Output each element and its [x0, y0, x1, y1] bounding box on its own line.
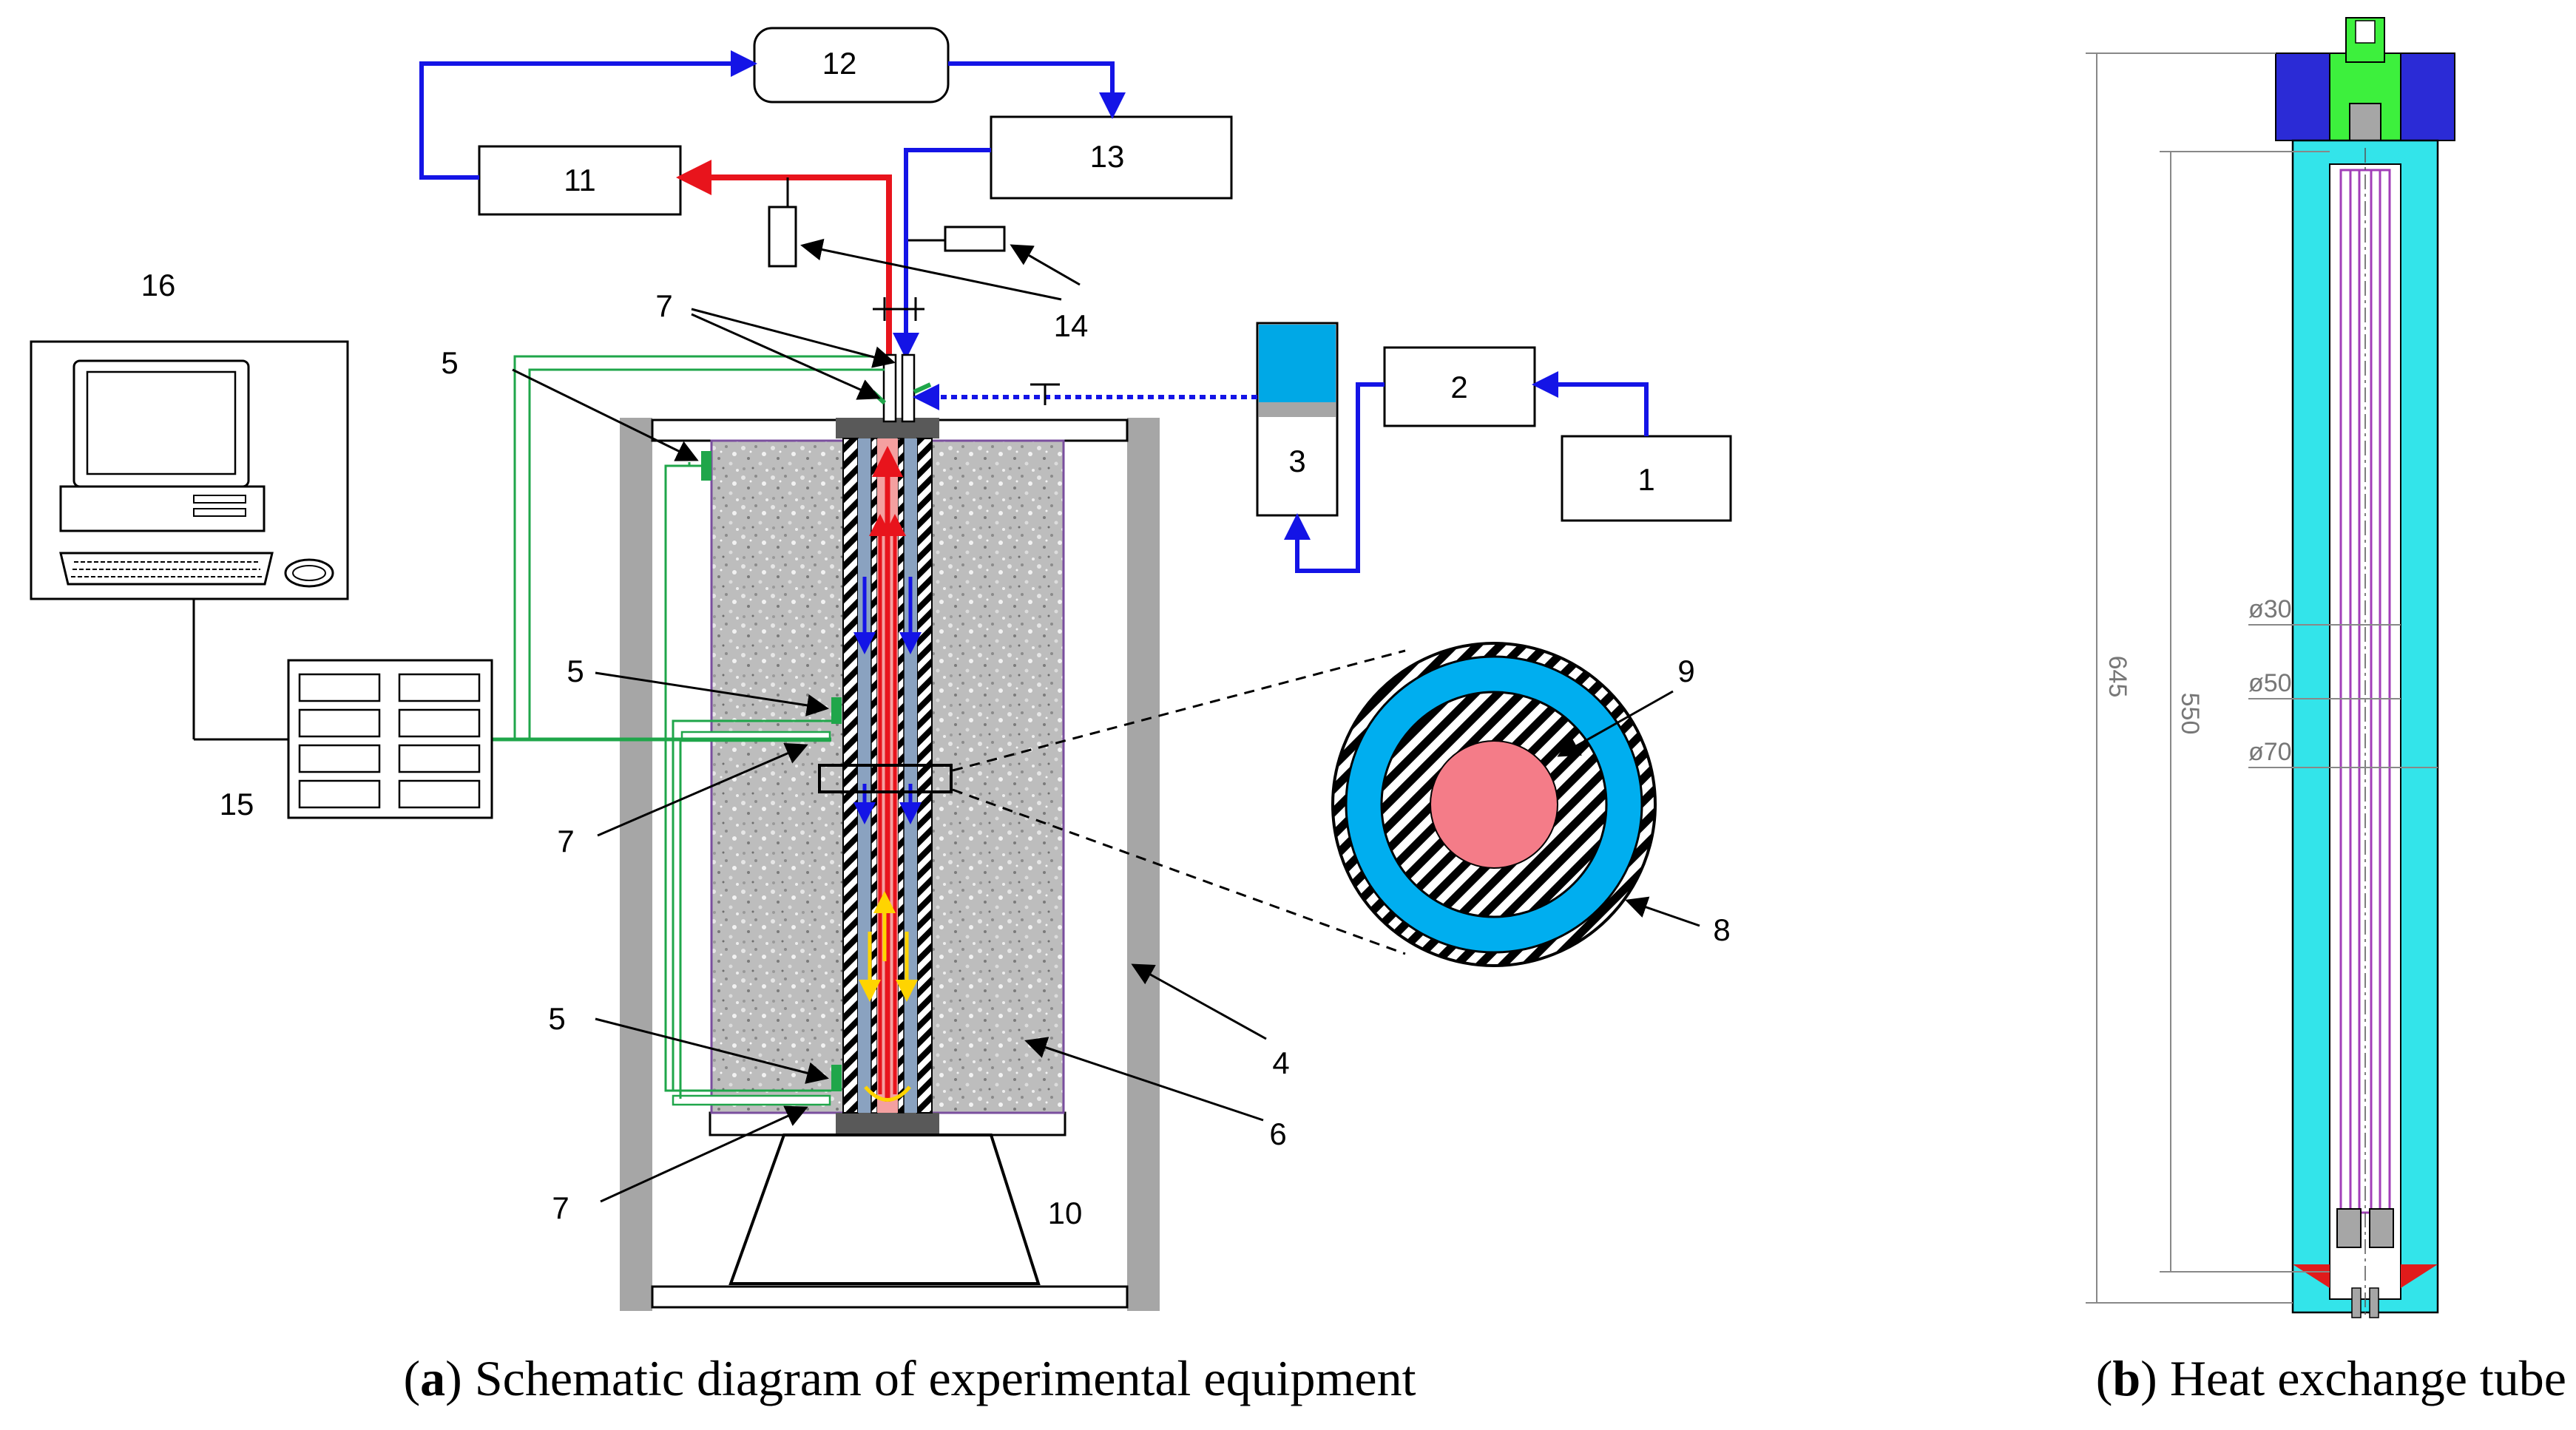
label-1: 1 — [1637, 462, 1654, 497]
cold-line-11-12 — [419, 50, 757, 180]
tube-top-port — [2355, 20, 2376, 44]
wire-top-sensor — [513, 355, 873, 739]
leader-7-top-a — [691, 308, 896, 368]
label-7-mid: 7 — [557, 824, 574, 858]
tank-3 — [1256, 322, 1339, 517]
label-14: 14 — [1054, 308, 1089, 343]
sensor-5-bottom — [831, 1065, 842, 1091]
label-3: 3 — [1288, 444, 1305, 478]
leader-7-top-b — [691, 313, 881, 400]
logger-slot — [298, 744, 381, 773]
leader-7-mid — [597, 742, 808, 837]
sensor-5-mid — [831, 697, 842, 724]
label-5-top: 5 — [441, 345, 458, 380]
weld-left — [2293, 1264, 2330, 1288]
leader-6 — [1024, 1037, 1264, 1122]
label-15: 15 — [220, 787, 254, 821]
wire-left-trunk-a — [664, 464, 831, 1092]
hot-outlet-line — [676, 160, 892, 418]
insulation-left — [842, 438, 859, 1114]
dim-phi30: ø30 — [2248, 595, 2292, 623]
inner-wall-right — [897, 438, 905, 1114]
chamber-wall-left — [620, 418, 652, 1311]
leader-14b — [1010, 244, 1081, 286]
flow-1-to-2 — [1532, 371, 1649, 436]
leader-5-bottom — [595, 1017, 829, 1084]
annulus-right — [904, 438, 917, 1113]
zoom-line-top — [952, 649, 1406, 772]
box-2 — [1383, 346, 1536, 427]
dim-phi70: ø70 — [2248, 738, 2292, 766]
section-marker — [818, 764, 953, 793]
flowmeter-14b — [944, 226, 1006, 252]
label-6: 6 — [1269, 1116, 1286, 1151]
logger-slot — [398, 673, 481, 702]
tube-bottom-pins — [2351, 1287, 2362, 1318]
label-7-bottom: 7 — [552, 1190, 569, 1225]
outlet-fitting — [882, 353, 897, 423]
probe-7-bottom — [672, 1094, 831, 1106]
dim-550: 550 — [2176, 693, 2204, 735]
chamber-wall-right — [1127, 418, 1160, 1311]
dim-phi50: ø50 — [2248, 669, 2292, 697]
cold-inlet-line — [893, 148, 991, 359]
label-4: 4 — [1272, 1046, 1289, 1080]
leader-5-top — [512, 368, 699, 461]
inlet-fitting — [901, 353, 916, 423]
chamber-bottom-plate — [651, 1285, 1129, 1309]
caption-b: (b) Heat exchange tube — [2096, 1350, 2566, 1406]
leader-7-bottom — [600, 1105, 808, 1203]
label-7-top: 7 — [655, 288, 672, 323]
pipe-cross-section — [1331, 642, 1657, 967]
support-stand — [728, 1134, 1041, 1285]
logger-slot — [398, 708, 481, 738]
wire-left-trunk-b — [672, 719, 831, 1091]
leader-5-mid — [595, 671, 829, 716]
weld-right — [2401, 1264, 2438, 1288]
heat-flow-bottom — [864, 1085, 911, 1102]
leader-4 — [1131, 963, 1267, 1040]
box-1 — [1561, 435, 1732, 522]
leader-8 — [1625, 896, 1700, 927]
fitting-green-right — [913, 382, 932, 394]
logger-slot — [398, 744, 481, 773]
box-11 — [478, 145, 682, 216]
computer-icon — [59, 359, 334, 588]
cold-line-12-13 — [948, 61, 1126, 119]
dim-645: 645 — [2103, 656, 2132, 698]
label-10: 10 — [1048, 1196, 1083, 1230]
tube-bottom-fitting-r — [2369, 1208, 2394, 1248]
panel-b-heat-exchange-tube: 645 550 ø30 ø50 ø70 (b) Heat exchange tu… — [2086, 17, 2566, 1406]
logger-slot — [298, 708, 381, 738]
label-12: 12 — [822, 46, 857, 81]
label-16: 16 — [141, 268, 176, 302]
label-8: 8 — [1713, 912, 1730, 947]
tube-bottom-pins — [2369, 1287, 2379, 1318]
label-9: 9 — [1677, 654, 1694, 688]
tube-bottom-fitting-l — [2336, 1208, 2362, 1248]
leader-14a — [800, 238, 1062, 301]
zoom-line-bottom — [952, 788, 1406, 955]
sensor-5-top — [701, 451, 711, 481]
flow-2-to-3 — [1284, 382, 1385, 573]
leader-9 — [1557, 690, 1674, 757]
caption-a: (a) Schematic diagram of experimental eq… — [404, 1350, 1416, 1406]
label-5-mid: 5 — [567, 654, 584, 688]
label-13: 13 — [1090, 139, 1125, 174]
panel-a-schematic: 12 11 13 14 — [30, 27, 1732, 1406]
wire-top-sensor-2 — [528, 368, 885, 739]
label-2: 2 — [1450, 370, 1467, 404]
logger-slot — [298, 673, 381, 702]
logger-slot — [398, 779, 481, 809]
flowmeter-14a — [768, 206, 797, 268]
label-11: 11 — [564, 163, 596, 197]
logger-slot — [298, 779, 381, 809]
label-5-bottom: 5 — [548, 1001, 565, 1036]
bottom-flange — [836, 1113, 939, 1135]
insulation-right — [916, 438, 933, 1114]
inner-wall-left — [871, 438, 878, 1114]
annulus-left — [858, 438, 871, 1113]
